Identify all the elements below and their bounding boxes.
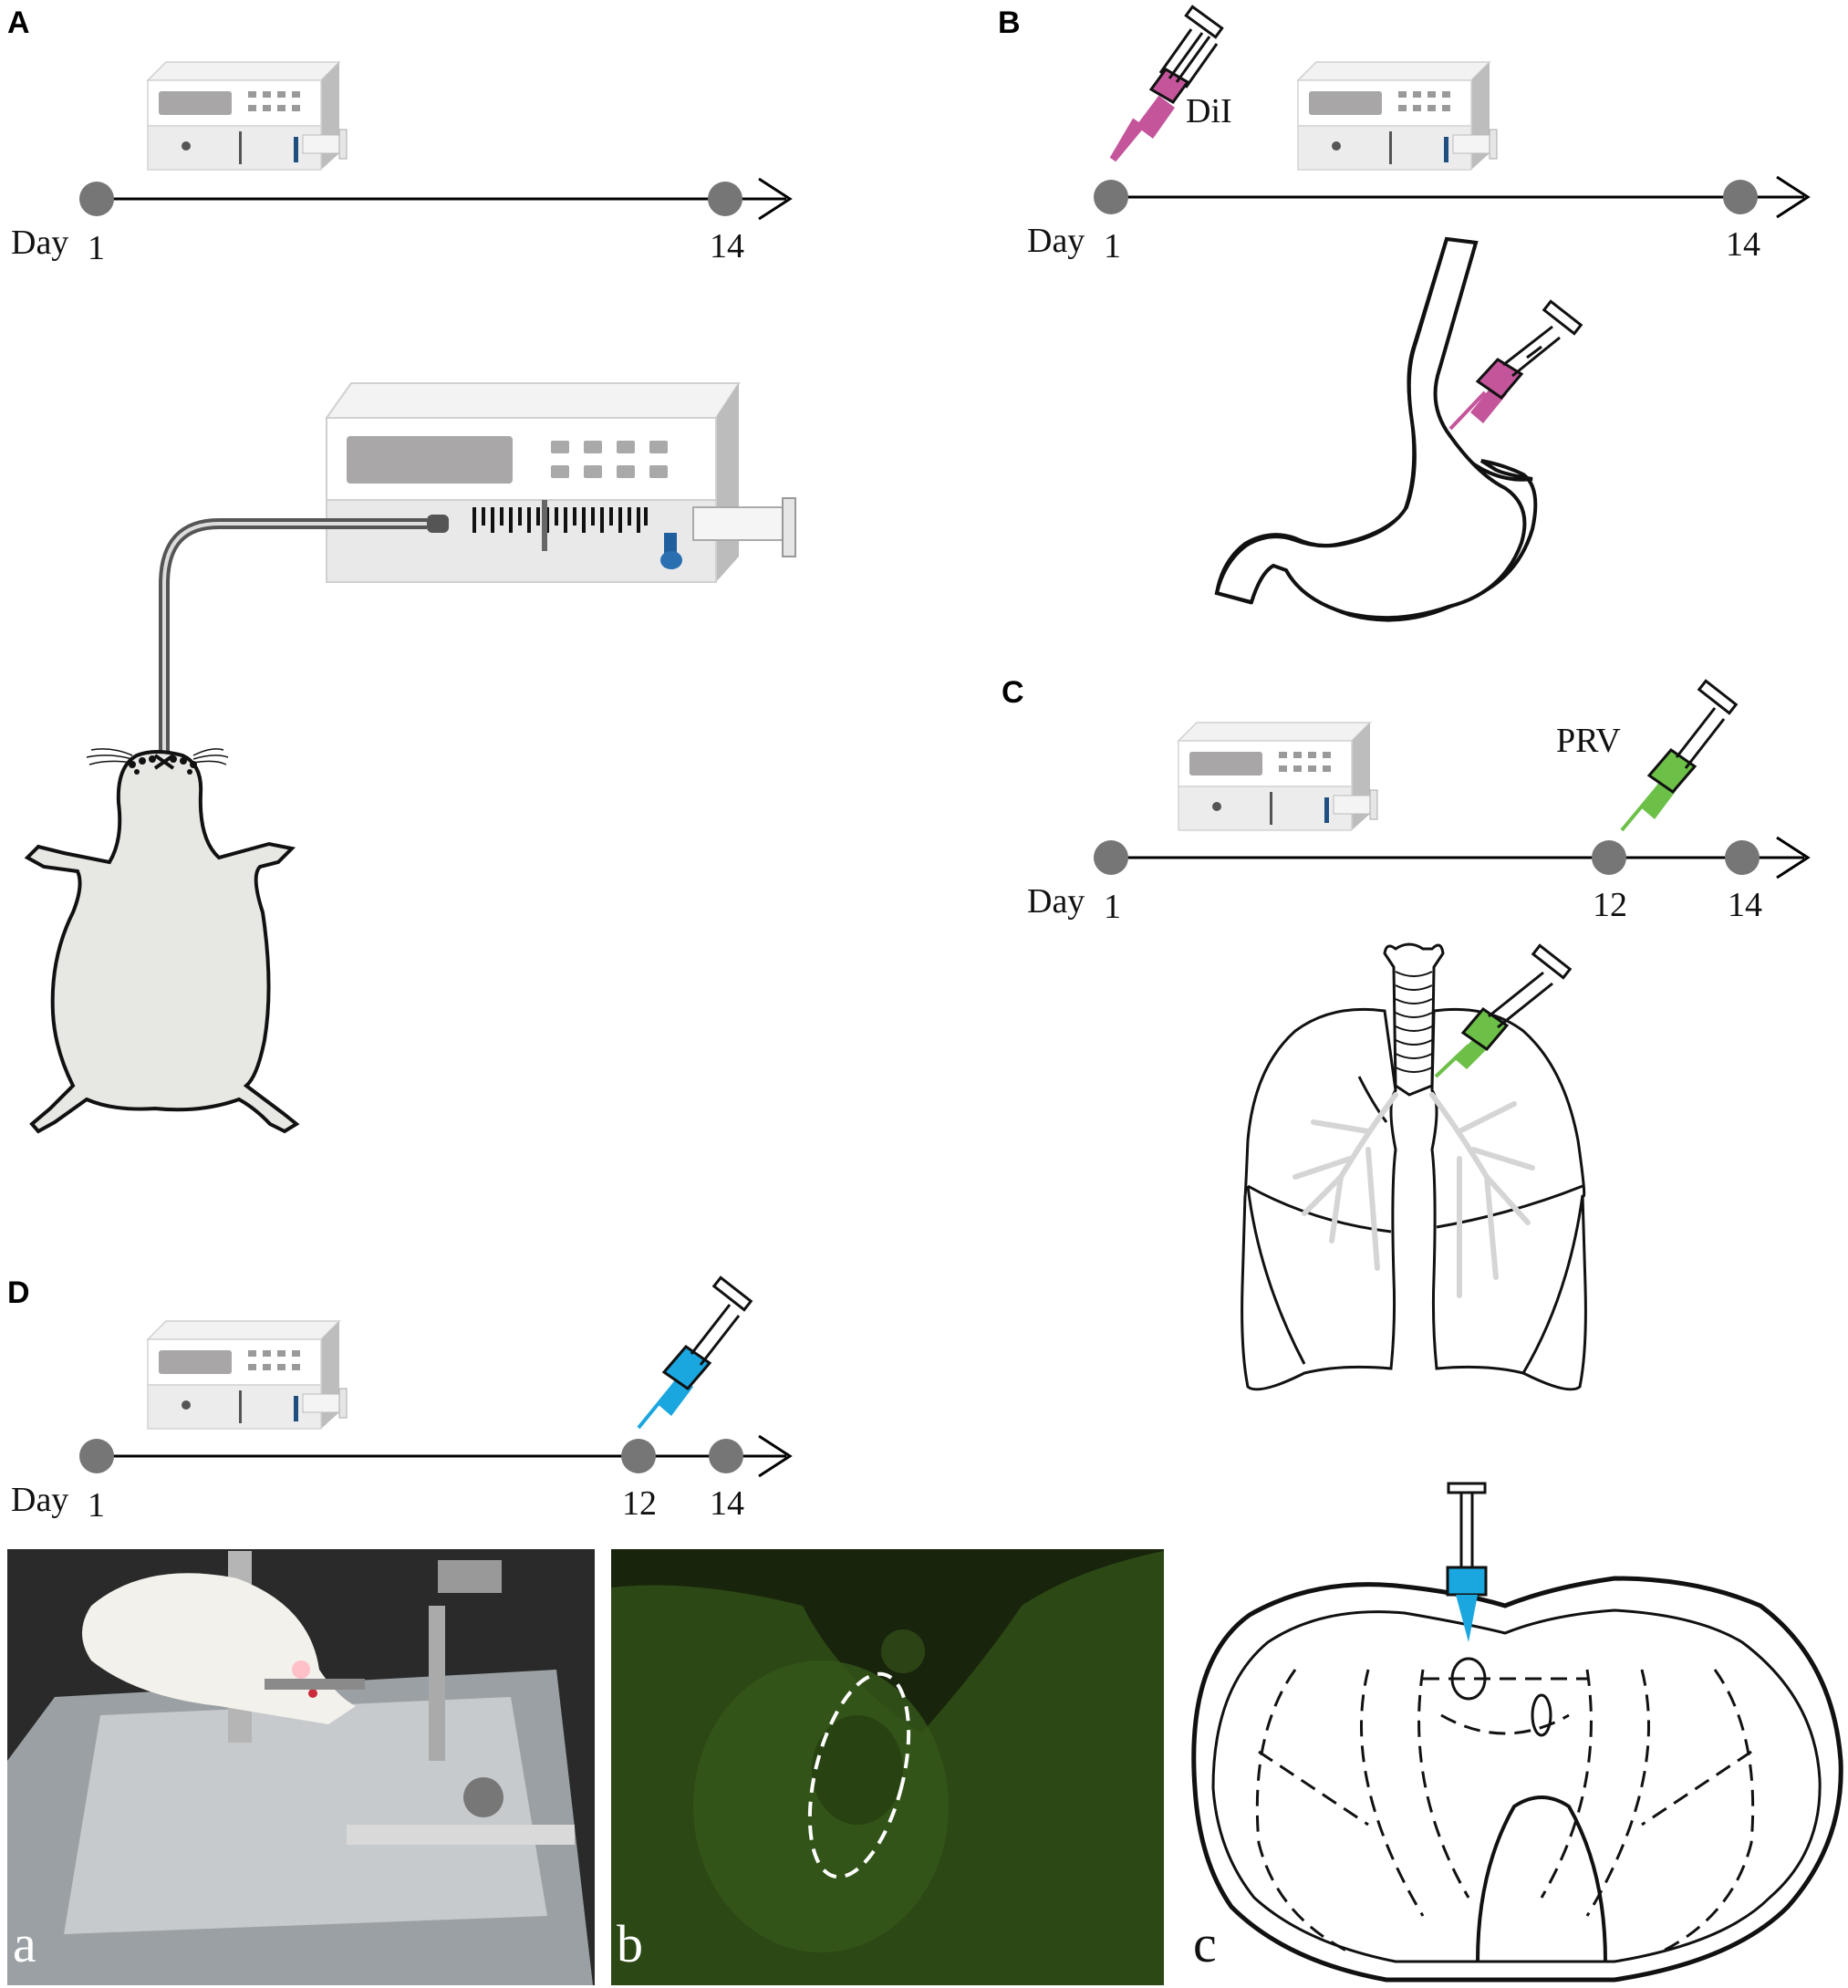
- syringe-pump-icon: [147, 61, 348, 171]
- subpanel-label-b: b: [617, 1914, 643, 1973]
- stomach-syringe: [1448, 299, 1583, 431]
- lung-syringe: [1434, 943, 1573, 1078]
- photo-stereotaxic-rat: a: [7, 1549, 595, 1985]
- timeline-tick-1: 1: [88, 1486, 105, 1525]
- timeline-dot-day1: [1094, 180, 1128, 214]
- timeline-tick-1: 1: [1104, 888, 1121, 926]
- drug-label-dil: DiI: [1186, 92, 1232, 130]
- panel-a: A Day 1 14: [7, 5, 796, 1134]
- timeline-tick-14: 14: [1726, 225, 1760, 264]
- timeline-dot-day14: [1725, 840, 1760, 875]
- panel-label-d: D: [7, 1275, 30, 1310]
- timeline-dot-day14: [1723, 180, 1758, 214]
- dil-syringe: [1115, 5, 1224, 157]
- photo-fluorescence-section: b: [611, 1549, 1164, 1985]
- timeline-dot-day1: [79, 1439, 114, 1473]
- timeline-dot-day14: [708, 182, 742, 216]
- timeline-tick-14: 14: [710, 1484, 744, 1523]
- panel-b: B DiI Day 1 14: [998, 5, 1811, 622]
- panel-label-a: A: [7, 5, 30, 40]
- timeline-dot-day1: [1094, 840, 1128, 875]
- timeline-tick-1: 1: [1104, 227, 1121, 265]
- day-label: Day: [11, 1481, 68, 1519]
- timeline-dot-day14: [709, 1439, 743, 1473]
- syringe-pump-icon: [1178, 722, 1378, 831]
- timeline-arrow-icon: [758, 1434, 793, 1478]
- timeline-dot-day12: [621, 1439, 656, 1473]
- timeline-arrow-icon: [758, 177, 793, 221]
- d-syringe: [637, 1275, 753, 1430]
- subpanel-label-a: a: [13, 1914, 36, 1973]
- timeline-tick-14: 14: [1728, 886, 1762, 924]
- timeline-arrow-icon: [1776, 836, 1811, 880]
- timeline-dot-day12: [1592, 840, 1626, 875]
- timeline-dot-day1: [79, 182, 114, 216]
- subpanel-label-c: c: [1193, 1914, 1217, 1973]
- day-label: Day: [1027, 882, 1085, 921]
- region-outline-ellipse: [807, 1671, 911, 1879]
- panel-c: C PRV Day 1 12 14: [1002, 675, 1811, 1391]
- drug-label-prv: PRV: [1556, 722, 1621, 760]
- panel-label-b: B: [998, 5, 1021, 40]
- syringe-pump-icon: [1297, 61, 1498, 171]
- panel-label-c: C: [1002, 675, 1024, 710]
- timeline-tick-12: 12: [622, 1484, 657, 1523]
- syringe-pump-icon: [147, 1320, 348, 1430]
- timeline-tick-1: 1: [88, 229, 105, 267]
- lungs-illustration: [1241, 942, 1587, 1391]
- timeline-arrow-icon: [1776, 175, 1811, 219]
- panel-d: D Day 1 12 14: [7, 1275, 1843, 1985]
- day-label: Day: [11, 224, 68, 262]
- timeline-tick-14: 14: [710, 227, 744, 265]
- timeline-tick-12: 12: [1593, 886, 1627, 924]
- brainstem-section-illustration: c: [1191, 1482, 1843, 1983]
- large-syringe-pump-icon: [325, 382, 796, 583]
- prv-syringe: [1620, 679, 1739, 832]
- rat-illustration: [24, 748, 300, 1134]
- brainstem-syringe: [1446, 1482, 1488, 1642]
- day-label: Day: [1027, 222, 1085, 260]
